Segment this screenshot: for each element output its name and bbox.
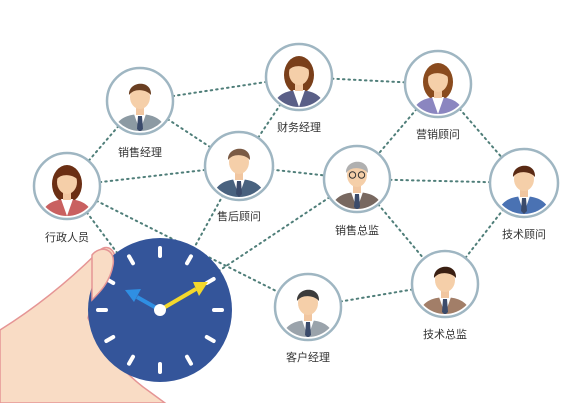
label-account-manager: 客户经理	[286, 351, 330, 364]
avatar-nodes	[32, 42, 560, 342]
label-technical-consultant: 技术顾问	[502, 228, 546, 241]
avatar-account-manager	[273, 272, 343, 342]
clock-tick	[104, 335, 116, 343]
thumb-icon	[91, 248, 115, 302]
connector-admin-staff-to-account-manager	[66, 185, 309, 308]
label-finance-manager: 财务经理	[277, 121, 321, 134]
avatar-finance-manager	[264, 42, 334, 112]
hand-holding-clock-icon	[0, 238, 232, 403]
avatar-after-sales-consultant	[203, 130, 275, 202]
avatar-marketing-consultant	[403, 49, 473, 119]
clock-tick	[185, 354, 193, 366]
clock-hour-hand	[158, 287, 198, 312]
clock-tick	[204, 277, 216, 285]
label-sales-director: 销售总监	[335, 224, 379, 237]
label-marketing-consultant: 营销顾问	[416, 128, 460, 141]
connector-admin-staff-to-clock	[66, 185, 161, 311]
clock-tick	[127, 354, 135, 366]
avatar-sales-director	[322, 144, 392, 214]
clock-tick	[204, 335, 216, 343]
label-after-sales-consultant: 售后顾问	[217, 210, 261, 223]
avatar-admin-staff	[32, 151, 102, 221]
label-technical-director: 技术总监	[423, 328, 467, 341]
clock-hour-hand-tip	[193, 282, 208, 296]
clock-minute-hand-tip	[125, 289, 141, 302]
label-admin-staff: 行政人员	[45, 231, 89, 244]
avatar-technical-director	[410, 249, 480, 319]
avatar-sales-manager	[105, 66, 175, 136]
clock-tick	[127, 254, 135, 266]
clock-tick	[185, 254, 193, 266]
clock-center-pin	[154, 304, 166, 316]
avatar-technical-consultant	[488, 147, 560, 219]
label-sales-manager: 销售经理	[118, 146, 162, 159]
